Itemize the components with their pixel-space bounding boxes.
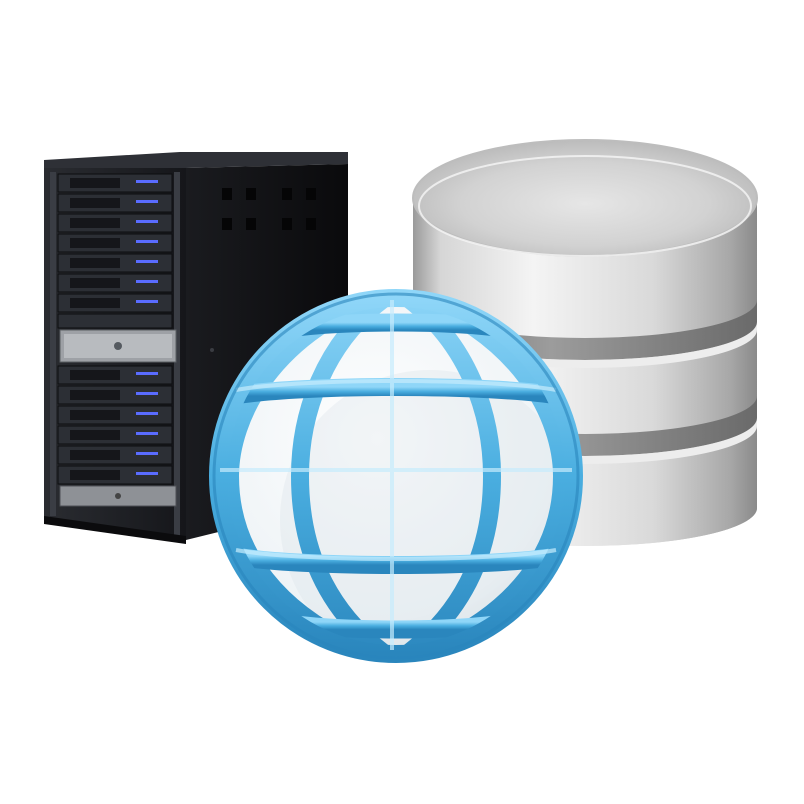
globe-icon bbox=[209, 289, 583, 663]
